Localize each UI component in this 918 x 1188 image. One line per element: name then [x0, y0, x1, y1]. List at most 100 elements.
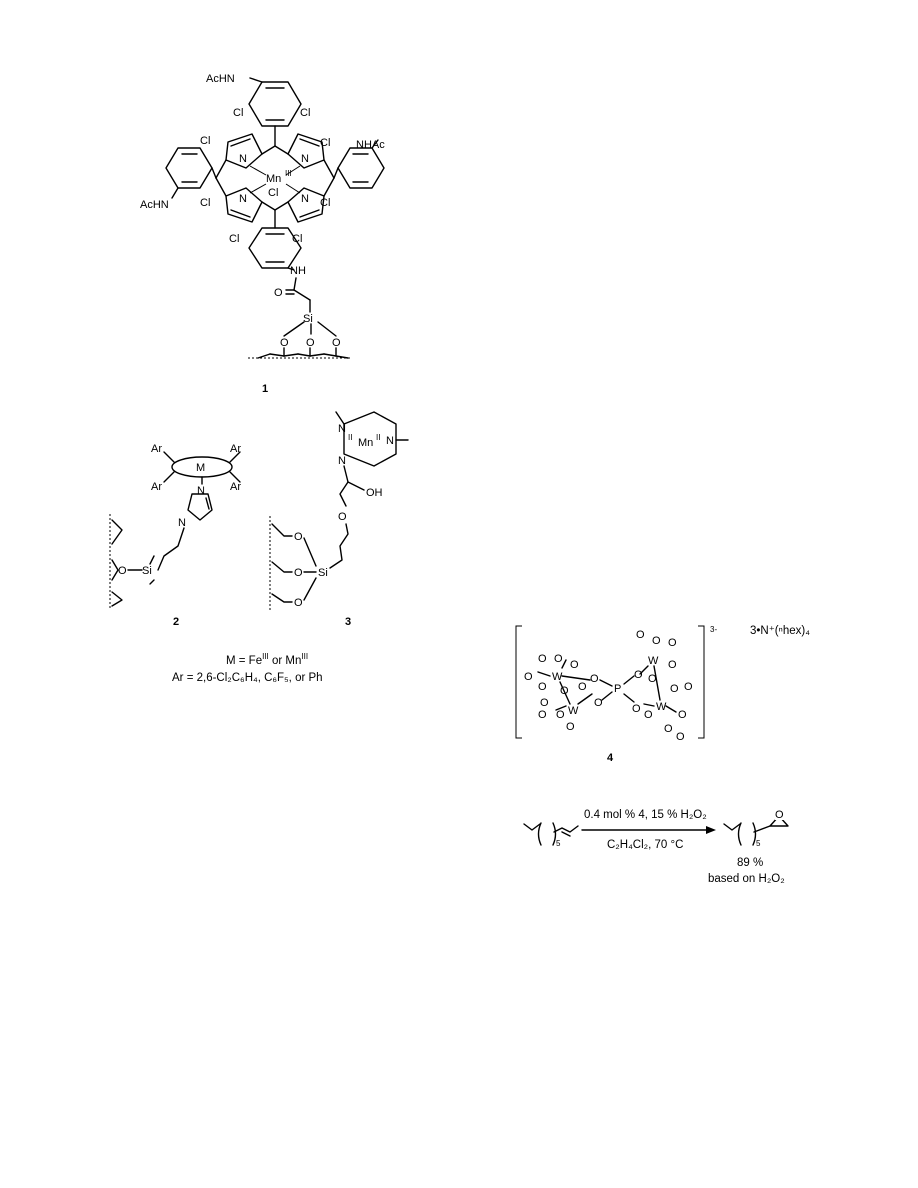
- oxygen-label: O: [306, 337, 315, 349]
- chloro-label: Cl: [200, 135, 210, 147]
- oxygen-label: O: [294, 597, 303, 609]
- oxygen-label: O: [280, 337, 289, 349]
- oxygen-label: O: [684, 681, 693, 693]
- aryl-label: Ar: [230, 481, 241, 493]
- oxygen-label: O: [540, 697, 549, 709]
- epoxidation-reaction: 5 0.4 mol % 4, 15 % H₂O₂ C₂H₄Cl₂, 70 °C …: [523, 808, 789, 885]
- carbonyl-oxygen-label: O: [274, 287, 283, 299]
- aryl-ring-top: [248, 81, 302, 127]
- oxygen-label: O: [652, 635, 661, 647]
- nitrogen-label: N: [178, 517, 186, 529]
- bracket-right: [698, 625, 705, 739]
- oxygen-label: O: [648, 673, 657, 685]
- phosphorus-label: P: [614, 683, 621, 695]
- oxygen-label: O: [634, 669, 643, 681]
- chain-bracket-left: [737, 822, 742, 846]
- arrowhead: [706, 826, 716, 834]
- compound-2-structure: M Ar Ar Ar Ar N N Si O: [109, 443, 241, 608]
- epoxide-product: 5 O: [723, 808, 789, 848]
- oxygen-label: O: [294, 567, 303, 579]
- yield-basis: based on H₂O₂: [708, 873, 785, 885]
- nitrogen-label: N: [338, 455, 346, 467]
- silicon-label: Si: [303, 313, 313, 325]
- silicon-label: Si: [318, 567, 328, 579]
- amide-nh-label: NH: [290, 265, 306, 277]
- compound-4-number: 4: [607, 752, 614, 764]
- manganese-label: Mn: [266, 173, 281, 185]
- chloro-label: Cl: [300, 107, 310, 119]
- oxygen-label: O: [636, 629, 645, 641]
- compound-3-number: 3: [345, 616, 351, 628]
- oxygen-label: O: [644, 709, 653, 721]
- oxygen-label: O: [668, 637, 677, 649]
- oxygen-label: O: [332, 337, 341, 349]
- oxygen-label: O: [632, 703, 641, 715]
- nitrogen-label: N: [197, 485, 205, 497]
- oxygen-label: O: [556, 709, 565, 721]
- oxygen-label: O: [670, 683, 679, 695]
- nitrogen-label: N: [239, 153, 247, 165]
- aryl-label: Ar: [230, 443, 241, 455]
- metal-m-label: M: [196, 462, 205, 474]
- compound-4-structure: 3- 3•N⁺(ⁿhex)₄ W W O O O O O O O O O O O…: [515, 625, 810, 743]
- aryl-ring-left: [165, 147, 213, 189]
- oxygen-label: O: [554, 653, 563, 665]
- oxygen-label: O: [775, 809, 784, 821]
- oxidation-state-label: II: [376, 433, 380, 442]
- aryl-label: Ar: [151, 481, 162, 493]
- conditions-bottom: C₂H₄Cl₂, 70 °C: [607, 839, 683, 851]
- oxygen-label: O: [560, 685, 569, 697]
- aryl-label: Ar: [151, 443, 162, 455]
- metal-definition: M = FeIII or MnIII: [226, 652, 308, 667]
- acetamido-top-label: AcHN: [206, 73, 235, 85]
- oxygen-label: O: [590, 673, 599, 685]
- acetamido-right-label: NHAc: [356, 139, 385, 151]
- chain-bracket-right: [752, 822, 757, 846]
- oxygen-label: O: [570, 659, 579, 671]
- nitrogen-label: N: [338, 423, 346, 435]
- charge-label: 3-: [710, 625, 717, 634]
- oxygen-label: O: [678, 709, 687, 721]
- imidazole-ring: [187, 493, 213, 521]
- oxygen-label: O: [538, 653, 547, 665]
- compound-1-structure: AcHN Cl Cl N: [140, 73, 385, 359]
- compound-1-number: 1: [262, 383, 268, 395]
- oxygen-label: O: [676, 731, 685, 743]
- chain-bracket-left: [537, 822, 542, 846]
- axial-chloride-label: Cl: [268, 187, 278, 199]
- oxygen-label: O: [668, 659, 677, 671]
- chloro-label: Cl: [320, 197, 330, 209]
- chloro-label: Cl: [233, 107, 243, 119]
- oxygen-label: O: [664, 723, 673, 735]
- compound-2-number: 2: [173, 616, 179, 628]
- oxygen-label: O: [538, 709, 547, 721]
- acetamido-left-label: AcHN: [140, 199, 169, 211]
- hydroxyl-label: OH: [366, 487, 383, 499]
- bracket-left: [515, 625, 522, 739]
- porphyrin-core: N N N N Mn III Cl: [215, 133, 335, 223]
- counterion-label: 3•N⁺(ⁿhex)₄: [750, 625, 810, 637]
- oxygen-label: O: [578, 681, 587, 693]
- repeat-count: 5: [756, 839, 761, 848]
- triazacyclononane-ring: [343, 411, 397, 467]
- chloro-label: Cl: [229, 233, 239, 245]
- tungsten-label: W: [648, 655, 659, 667]
- tungsten-label: W: [568, 705, 579, 717]
- nitrogen-label: N: [239, 193, 247, 205]
- conditions-top: 0.4 mol % 4, 15 % H₂O₂: [584, 809, 707, 821]
- octene-reactant: 5: [523, 822, 579, 848]
- silicon-label: Si: [142, 565, 152, 577]
- oxygen-label: O: [538, 681, 547, 693]
- oxirane-ring: [769, 815, 789, 827]
- oxygen-label: O: [294, 531, 303, 543]
- oxygen-label: O: [338, 511, 347, 523]
- tungsten-label: W: [656, 701, 667, 713]
- oxygen-label: O: [594, 697, 603, 709]
- chloro-label: Cl: [292, 233, 302, 245]
- repeat-count: 5: [556, 839, 561, 848]
- nitrogen-label: N: [301, 153, 309, 165]
- aryl-definition: Ar = 2,6-Cl₂C₆H₄, C₆F₅, or Ph: [172, 672, 323, 684]
- manganese-label: Mn: [358, 437, 373, 449]
- oxygen-label: O: [566, 721, 575, 733]
- oxygen-label: O: [118, 565, 127, 577]
